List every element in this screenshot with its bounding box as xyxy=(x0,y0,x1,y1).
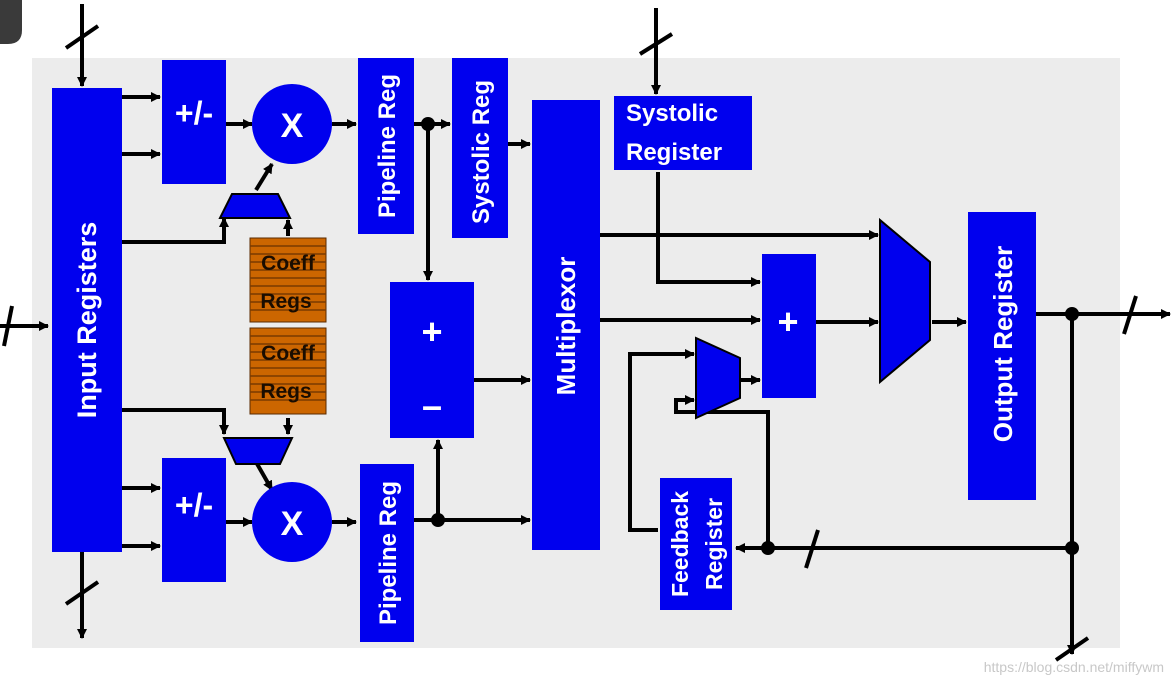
junction-dots xyxy=(421,117,1079,555)
pipeline-reg-top-label: Pipeline Reg xyxy=(374,74,401,218)
coeff-regs-2-line2: Regs xyxy=(260,380,311,403)
output-mux xyxy=(879,217,931,385)
output-register-block xyxy=(968,212,1036,500)
coeff-regs-1-line1: Coeff xyxy=(261,252,316,275)
coeff-mux-bottom xyxy=(222,437,294,465)
pipeline-reg-bottom-block xyxy=(360,464,414,642)
multiplier-bottom xyxy=(252,482,332,562)
output-register-label: Output Register xyxy=(988,246,1018,442)
final-adder-label: + xyxy=(777,301,798,342)
feedback-register-line2: Register xyxy=(701,498,727,590)
multiplier-bottom-label: X xyxy=(281,505,304,543)
multiplier-top-label: X xyxy=(281,107,304,145)
coeff-regs-2: Coeff Regs xyxy=(249,327,327,415)
feedback-register-line1: Feedback xyxy=(667,491,693,597)
systolic-register-line2: Register xyxy=(626,139,722,166)
addsub-bottom-label: +/- xyxy=(175,487,213,523)
corner-artifact xyxy=(0,0,22,44)
coeff-regs-1: Coeff Regs xyxy=(249,237,327,323)
input-registers-block xyxy=(52,88,122,552)
adder-minus-label: – xyxy=(422,385,442,426)
feedback-register-block xyxy=(660,478,732,610)
systolic-register-line1: Systolic xyxy=(626,100,718,127)
pipeline-reg-top-block xyxy=(358,58,414,234)
coeff-regs-2-line1: Coeff xyxy=(261,342,316,365)
multiplexor-block xyxy=(532,100,600,550)
systolic-register-block xyxy=(614,96,752,170)
coeff-mux-top xyxy=(218,193,292,219)
pipeline-reg-bottom-label: Pipeline Reg xyxy=(375,481,402,625)
bus-width-marks xyxy=(2,24,1138,662)
coeff-regs-1-line2: Regs xyxy=(260,290,311,313)
multiplexor-label: Multiplexor xyxy=(551,257,581,396)
watermark: https://blog.csdn.net/miffywm xyxy=(984,659,1164,675)
addsub-bottom-block xyxy=(162,458,226,582)
systolic-reg-label: Systolic Reg xyxy=(468,80,495,224)
multiplier-top xyxy=(252,84,332,164)
feedback-mux xyxy=(695,336,741,420)
adder-subtractor-block xyxy=(390,282,474,438)
addsub-top-label: +/- xyxy=(175,95,213,131)
systolic-reg-block xyxy=(452,58,508,238)
adder-plus-label: + xyxy=(421,311,442,352)
addsub-top-block xyxy=(162,60,226,184)
input-registers-label: Input Registers xyxy=(72,222,102,419)
final-adder-block xyxy=(762,254,816,398)
